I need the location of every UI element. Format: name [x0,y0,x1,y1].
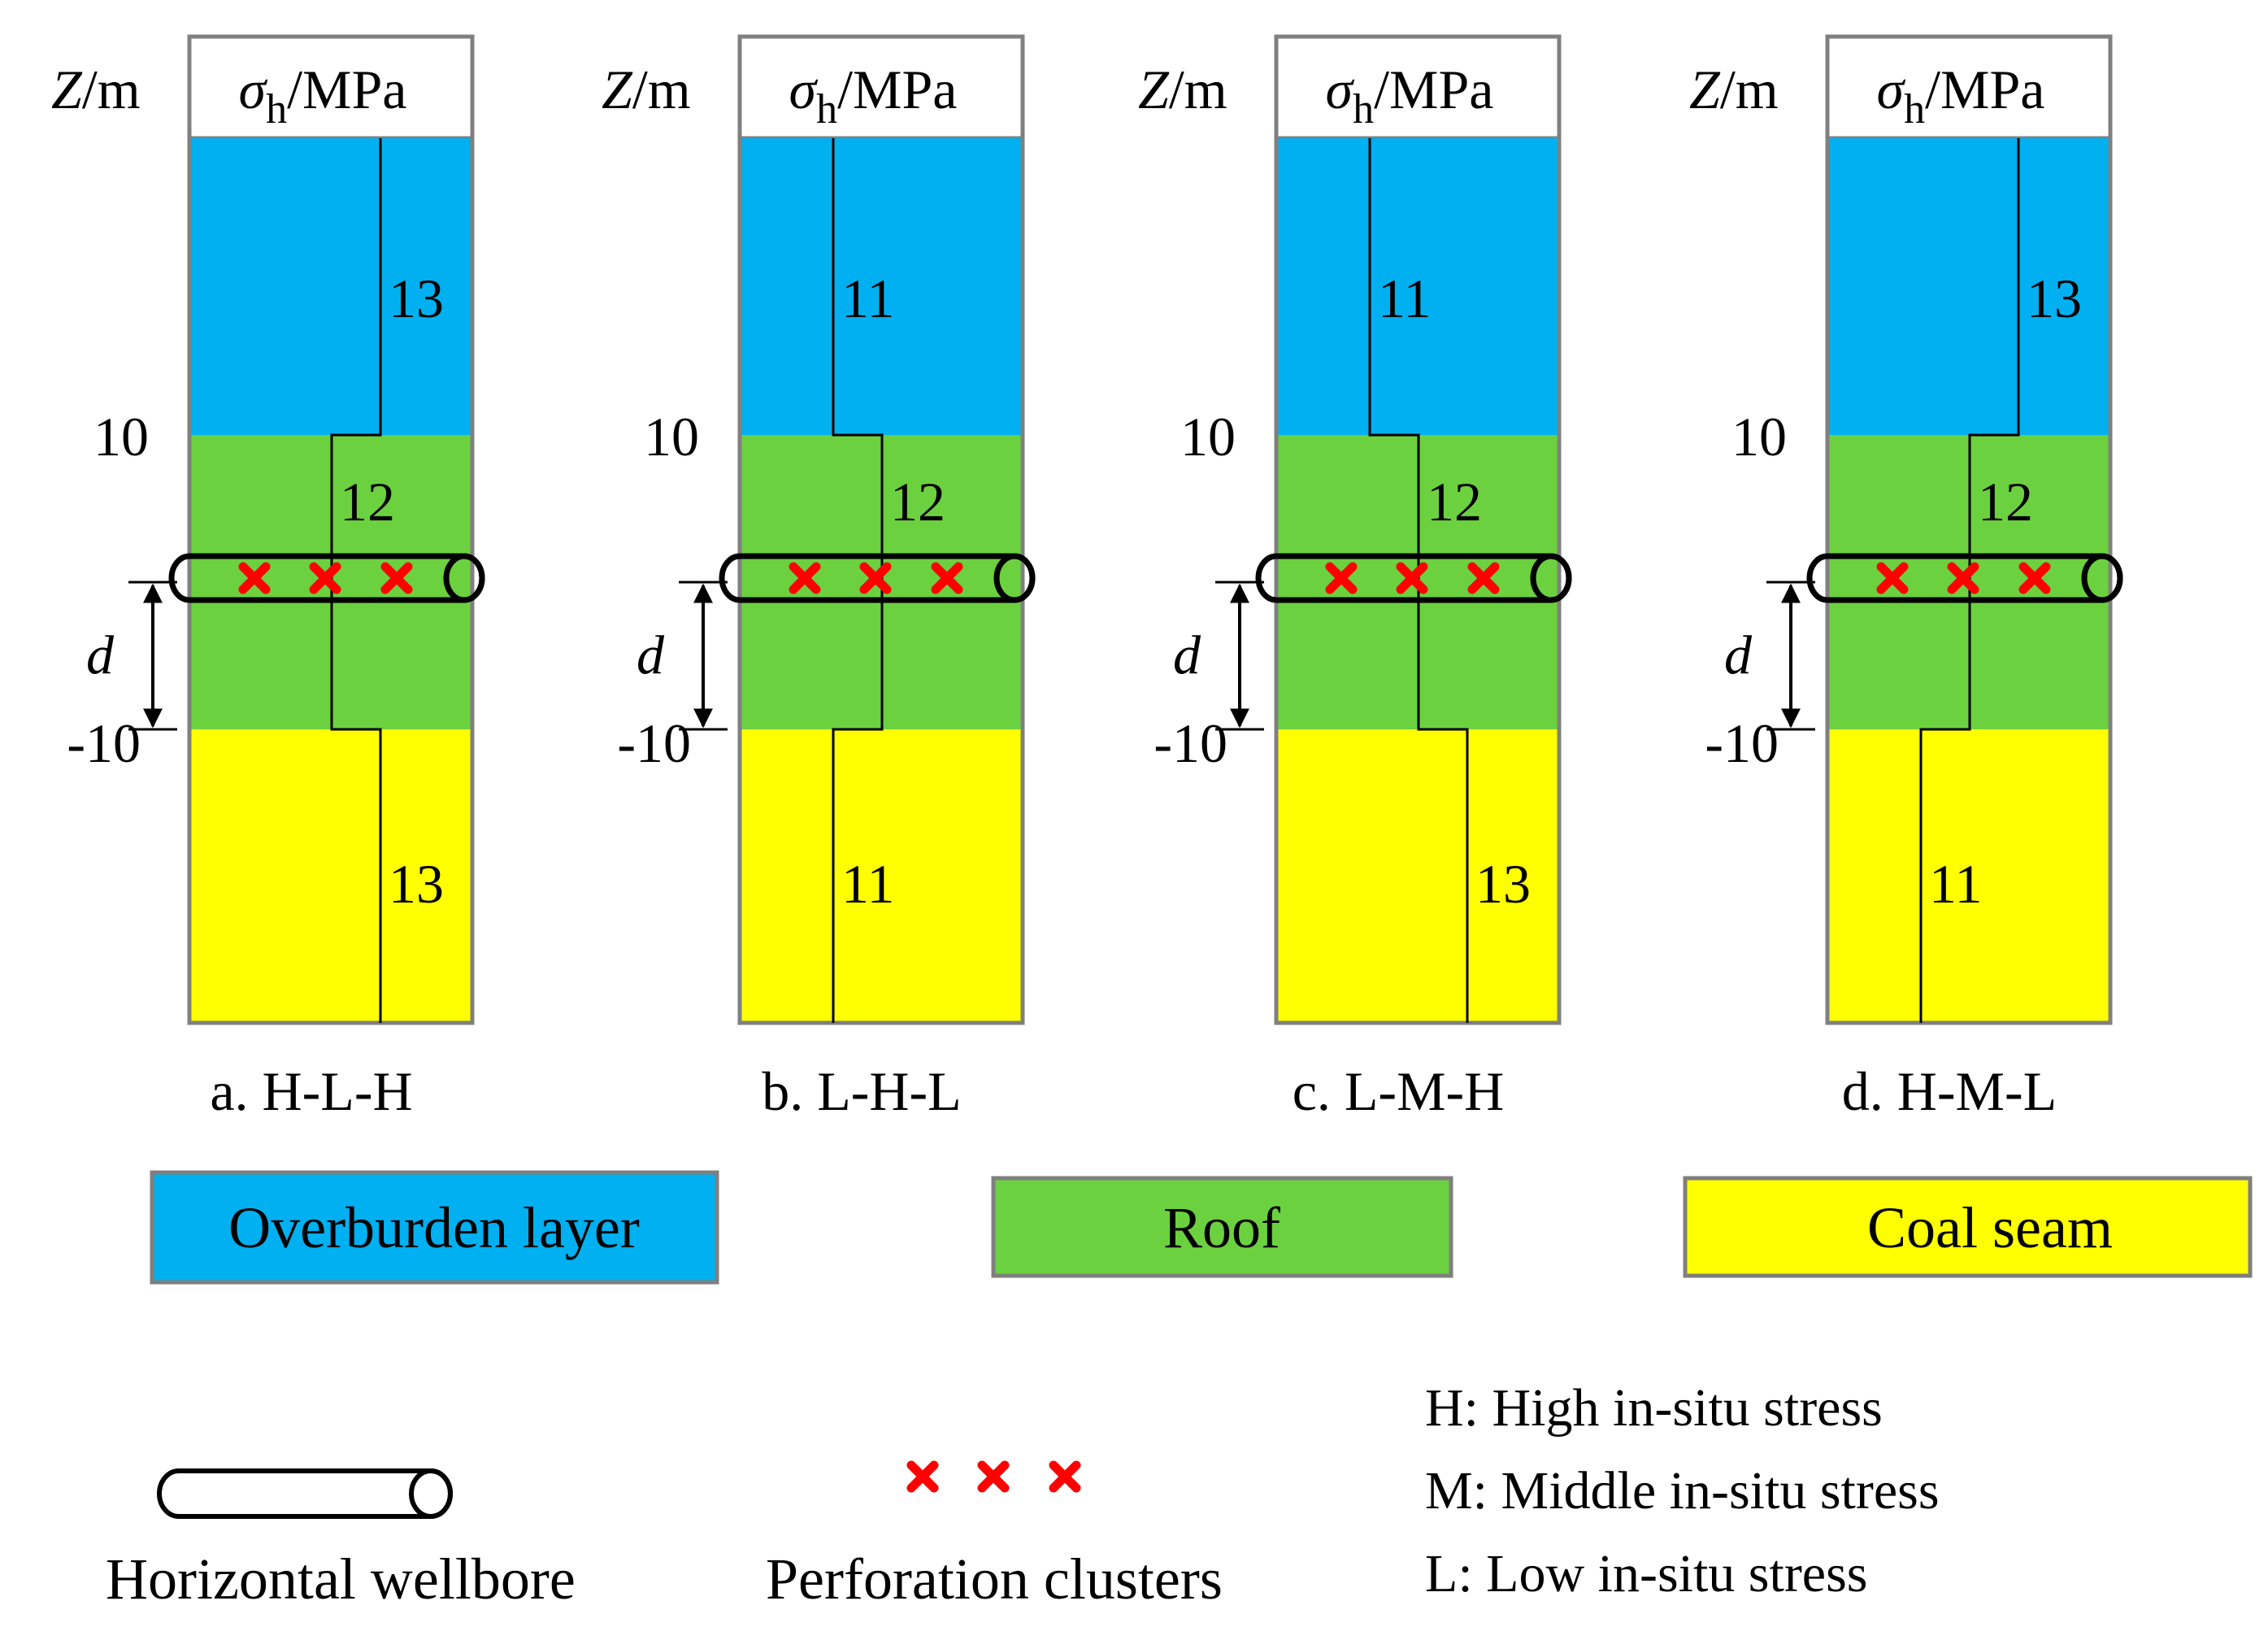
depth-label: Z/m [602,59,691,120]
layer-legend: Overburden layer Roof Coal seam [150,1170,2253,1285]
coal-stress-value: 13 [1475,853,1531,915]
perforation-icon [911,1465,1076,1488]
tick-lower: -10 [1154,712,1227,774]
perforation-legend-label: Perforation clusters [766,1547,1223,1612]
wellbore-legend: Horizontal wellbore [106,1468,576,1612]
stress-header: σh/MPa [1877,59,2045,133]
wellbore-icon [157,1468,453,1519]
tick-upper: 10 [1731,406,1787,468]
horizontal-wellbore [1806,553,2123,603]
stress-notes: H: High in-situ stress M: Middle in-situ… [1425,1378,1940,1603]
wellbore-legend-label: Horizontal wellbore [106,1547,576,1612]
depth-label: Z/m [1689,59,1779,120]
overburden-layer [1827,138,2110,435]
roof-stress-value: 12 [890,471,945,533]
legend-coal-label: Coal seam [1867,1195,2113,1260]
stress-header: σh/MPa [1326,59,1494,133]
overburden-stress-value: 11 [841,268,894,329]
panel-h-l-h: σh/MPa Z/m 13 12 13 10 -10 d a. H-L-H [51,34,485,1122]
horizontal-wellbore [168,553,485,603]
legend-overburden: Overburden layer [150,1170,719,1285]
coal-stress-value: 11 [1929,853,1982,915]
panel-caption: c. L-M-H [1293,1060,1505,1122]
coal-stress-value: 13 [389,853,444,915]
panel-h-m-l: σh/MPa Z/m 13 12 11 10 -10 d d. H-M-L [1689,34,2123,1122]
horizontal-wellbore [1255,553,1572,603]
roof-stress-value: 12 [1978,471,2033,533]
legend-roof-label: Roof [1163,1195,1280,1260]
overburden-stress-value: 13 [2027,268,2082,329]
tick-upper: 10 [93,406,149,468]
spacing-label: d [1173,624,1201,686]
horizontal-wellbore [719,553,1036,603]
panel-caption: d. H-M-L [1842,1060,2057,1122]
legend-overburden-label: Overburden layer [228,1195,640,1260]
panel-l-m-h: σh/MPa Z/m 11 12 13 10 -10 d c. L-M-H [1138,34,1572,1122]
coal-layer [1827,729,2110,1023]
note-low: L: Low in-situ stress [1425,1544,1867,1603]
legend-coal: Coal seam [1683,1176,2253,1278]
coal-stress-value: 11 [841,853,894,915]
stress-header: σh/MPa [789,59,958,133]
panel-caption: a. H-L-H [210,1060,412,1122]
overburden-stress-value: 13 [389,268,444,329]
depth-label: Z/m [1138,59,1227,120]
depth-label: Z/m [51,59,141,120]
roof-stress-value: 12 [340,471,395,533]
coal-layer [189,729,472,1023]
panel-l-h-l: σh/MPa Z/m 11 12 11 10 -10 d b. L-H-L [602,34,1036,1122]
tick-upper: 10 [1180,406,1236,468]
note-middle: M: Middle in-situ stress [1425,1461,1940,1520]
coal-layer [740,729,1023,1023]
spacing-label: d [86,624,115,686]
overburden-stress-value: 11 [1378,268,1431,329]
overburden-layer [1276,138,1559,435]
spacing-label: d [637,624,665,686]
tick-lower: -10 [67,712,141,774]
perforation-legend: Perforation clusters [766,1465,1223,1612]
spacing-label: d [1724,624,1753,686]
note-high: H: High in-situ stress [1425,1378,1883,1438]
coal-layer [1276,729,1559,1023]
overburden-layer [740,138,1023,435]
panel-caption: b. L-H-L [762,1060,961,1122]
roof-stress-value: 12 [1427,471,1482,533]
tick-upper: 10 [644,406,699,468]
tick-lower: -10 [617,712,691,774]
tick-lower: -10 [1705,712,1779,774]
overburden-layer [189,138,472,435]
legend-roof: Roof [991,1176,1453,1278]
stress-header: σh/MPa [239,59,407,133]
